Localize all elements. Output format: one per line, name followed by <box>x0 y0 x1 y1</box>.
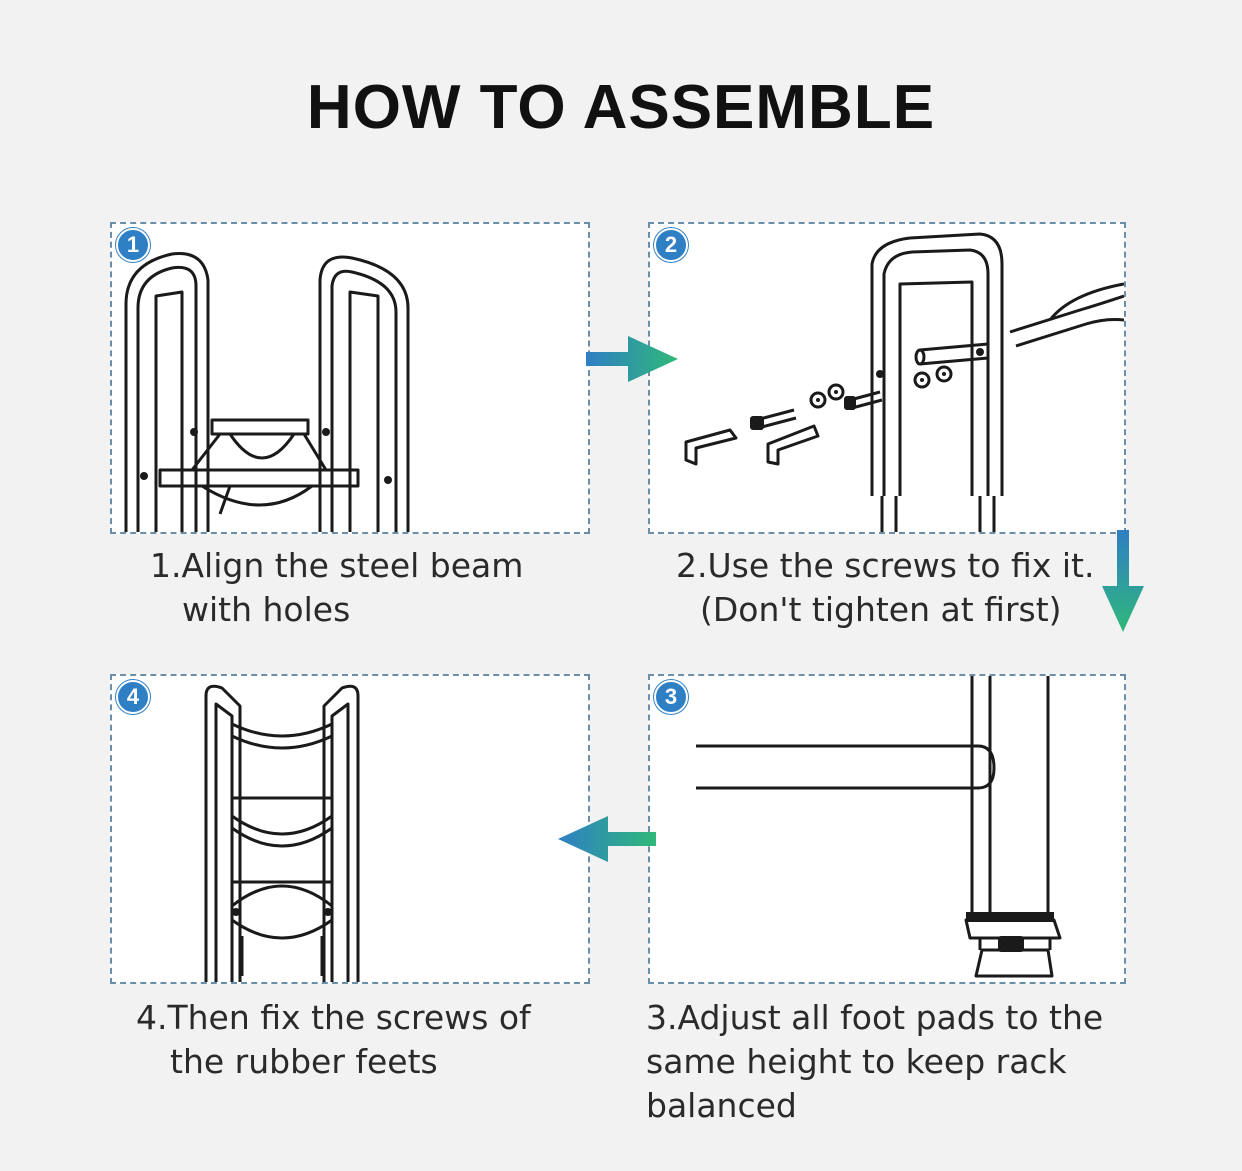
arrow-left-icon <box>558 816 656 862</box>
step-3-panel: 3 <box>648 674 1126 984</box>
step-3-badge: 3 <box>654 680 688 714</box>
arrow-down-icon <box>1102 530 1144 632</box>
step-1-caption: 1.Align the steel beam with holes <box>150 544 523 632</box>
step-4-caption: 4.Then fix the screws of the rubber feet… <box>136 996 531 1084</box>
foot-pad-illustration <box>696 676 1062 978</box>
step-1-caption-line-2: with holes <box>182 590 351 629</box>
step-2-caption: 2.Use the screws to fix it. (Don't tight… <box>676 544 1094 632</box>
step-2-caption-line-2: (Don't tighten at first) <box>700 590 1062 629</box>
step-4-panel: 4 <box>110 674 590 984</box>
page-title: HOW TO ASSEMBLE <box>306 73 936 142</box>
step-2-panel: 2 <box>648 222 1126 534</box>
step-1-panel: 1 <box>110 222 590 534</box>
step-2-caption-line-1: 2.Use the screws to fix it. <box>676 546 1095 585</box>
step-2-badge: 2 <box>654 228 688 262</box>
step-4-badge: 4 <box>116 680 150 714</box>
step-3-caption-line-3: balanced <box>646 1086 797 1125</box>
step-3-caption-line-1: 3.Adjust all foot pads to the <box>646 998 1104 1037</box>
step-4-caption-line-1: 4.Then fix the screws of <box>136 998 531 1037</box>
assembled-rack-illustration <box>204 684 360 982</box>
frame-with-beam-illustration <box>124 252 410 532</box>
arrow-right-icon <box>586 336 678 382</box>
step-4-caption-line-2: the rubber feets <box>170 1042 438 1081</box>
step-3-caption: 3.Adjust all foot pads to the same heigh… <box>646 996 1103 1128</box>
step-1-badge: 1 <box>116 228 150 262</box>
step-3-caption-line-2: same height to keep rack <box>646 1042 1067 1081</box>
step-1-caption-line-1: 1.Align the steel beam <box>150 546 524 585</box>
screws-and-frame-illustration <box>684 232 1124 532</box>
